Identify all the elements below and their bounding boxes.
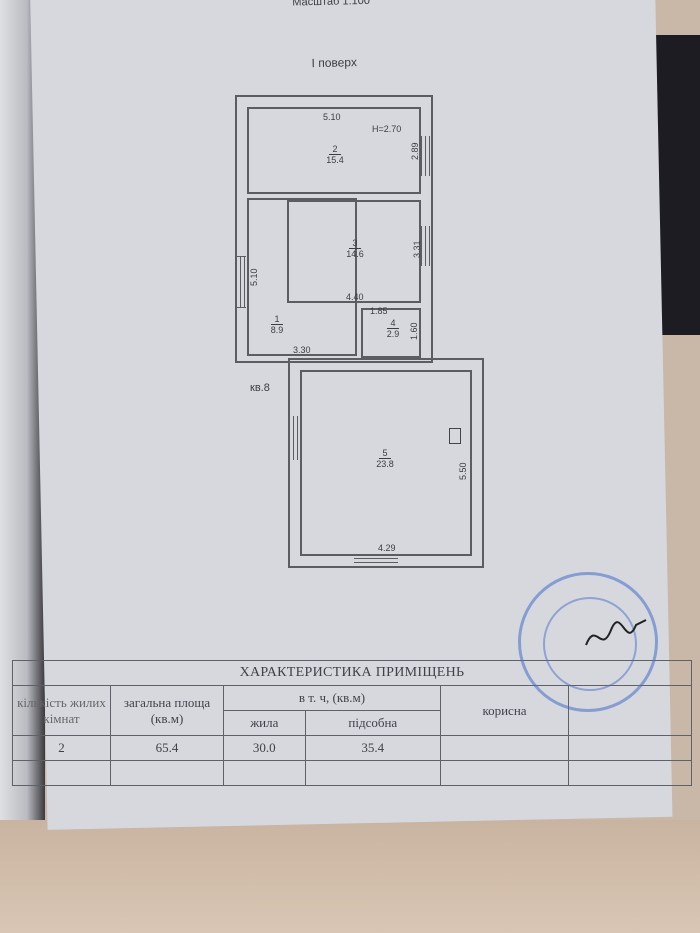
header-rooms-count: кількість жилих кімнат — [12, 685, 111, 736]
scale-label: Масштаб 1:100 — [292, 0, 371, 9]
room-1-outline — [247, 198, 357, 356]
dim-room1-length: 5.10 — [249, 268, 259, 286]
premises-characteristics-table: ХАРАКТЕРИСТИКА ПРИМІЩЕНЬ кількість жилих… — [12, 660, 692, 786]
window-room-2 — [421, 136, 431, 176]
window-room-3 — [421, 226, 431, 266]
cell-rooms-count: 2 — [12, 735, 111, 761]
dim-room5-depth: 5.50 — [458, 462, 468, 480]
stove-icon — [449, 428, 461, 444]
dim-room1-width: 3.30 — [293, 345, 311, 355]
cell-total-area: 65.4 — [110, 735, 224, 761]
dim-room4-depth: 1.60 — [409, 322, 419, 340]
room-2-outline — [247, 107, 421, 194]
table-row-empty — [12, 760, 692, 786]
header-living: жила — [223, 710, 306, 736]
room-5-outline — [300, 370, 472, 556]
room-5-outer-wall — [288, 358, 484, 568]
header-including: в т. ч, (кв.м) — [223, 685, 441, 711]
dim-room3-depth: 3.31 — [412, 240, 422, 258]
outer-wall — [235, 95, 433, 363]
dim-room2-depth: 2.89 — [410, 142, 420, 160]
window-room-1 — [236, 256, 246, 308]
dim-room5-width: 4.29 — [378, 543, 396, 553]
dim-room2-width: 5.10 — [323, 112, 341, 122]
window-room-5-bottom — [354, 557, 398, 567]
table-row: 2 65.4 30.0 35.4 — [12, 735, 692, 761]
cell-auxiliary: 35.4 — [304, 735, 442, 761]
ceiling-height: H=2.70 — [372, 124, 402, 134]
cell-useful — [440, 735, 569, 761]
window-room-5-left — [289, 416, 299, 460]
fabric-background — [0, 820, 700, 933]
signature — [585, 619, 647, 646]
room-4-outline — [361, 308, 421, 358]
floor-label: I поверх — [311, 55, 358, 71]
dim-room3-width: 4.40 — [346, 292, 364, 302]
header-auxiliary: підсобна — [304, 710, 442, 736]
cell-empty — [568, 735, 692, 761]
official-stamp — [518, 572, 658, 712]
cell-living: 30.0 — [223, 735, 306, 761]
dim-room4-width: 1.85 — [370, 306, 388, 316]
room-3-outline — [287, 200, 421, 303]
header-total-area: загальна площа (кв.м) — [110, 685, 224, 736]
apartment-label: кв.8 — [250, 382, 270, 394]
